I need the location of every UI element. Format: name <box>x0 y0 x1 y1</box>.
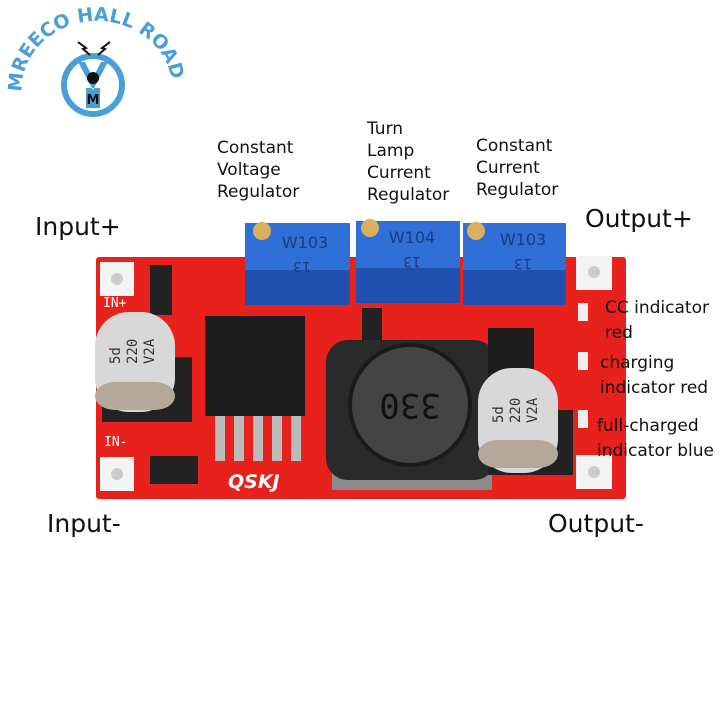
potentiometer-lamp: W104 13 <box>356 219 460 303</box>
lightning-icon <box>77 41 111 56</box>
led-full-blue <box>578 410 588 428</box>
svg-text:13: 13 <box>293 258 311 274</box>
label-input-plus: Input+ <box>35 212 121 241</box>
pcb: 330 5d 220 V2A 5d 220 V2A <box>95 256 626 499</box>
svg-text:13: 13 <box>514 255 532 271</box>
brand-silk: QSKJ <box>228 471 280 493</box>
svg-text:W104: W104 <box>389 228 435 247</box>
label-input-minus: Input- <box>47 509 121 538</box>
svg-text:5d: 5d <box>491 406 507 423</box>
label-output-plus: Output+ <box>585 204 693 233</box>
label-full-indicator: full-charged indicator blue <box>597 416 714 461</box>
input-capacitor: 5d 220 V2A <box>95 312 192 422</box>
led-cc-red <box>578 303 588 321</box>
label-cc-regulator: Constant Current Regulator <box>476 136 559 200</box>
svg-text:W103: W103 <box>500 230 546 249</box>
svg-text:5d: 5d <box>108 347 124 364</box>
label-cc-indicator: CC indicator red <box>605 298 709 343</box>
svg-text:13: 13 <box>403 253 421 269</box>
svg-text:W103: W103 <box>282 233 328 252</box>
logo-ring-icon <box>61 53 125 117</box>
potentiometer-cc: W103 13 <box>463 222 566 305</box>
label-lamp-regulator: Turn Lamp Current Regulator <box>367 119 450 205</box>
logo: MREECO HALL ROAD M <box>4 4 188 117</box>
regulator-ic <box>205 316 305 461</box>
output-capacitor: 5d 220 V2A <box>478 368 573 475</box>
svg-text:220: 220 <box>125 339 141 364</box>
svg-text:220: 220 <box>508 398 524 423</box>
logo-letter: M <box>87 93 100 108</box>
inductor: 330 <box>326 340 496 490</box>
logo-figure-icon <box>78 62 108 108</box>
silk-in-minus: IN- <box>104 435 127 450</box>
potentiometer-cv: W103 13 <box>245 222 350 305</box>
label-output-minus: Output- <box>548 509 644 538</box>
silk-in-plus: IN+ <box>103 296 127 311</box>
inductor-text: 330 <box>379 385 440 425</box>
label-cv-regulator: Constant Voltage Regulator <box>217 138 300 202</box>
svg-text:V2A: V2A <box>142 338 158 364</box>
svg-text:V2A: V2A <box>525 397 541 423</box>
led-charging-red <box>578 352 588 370</box>
label-charging-indicator: charging indicator red <box>600 353 709 398</box>
